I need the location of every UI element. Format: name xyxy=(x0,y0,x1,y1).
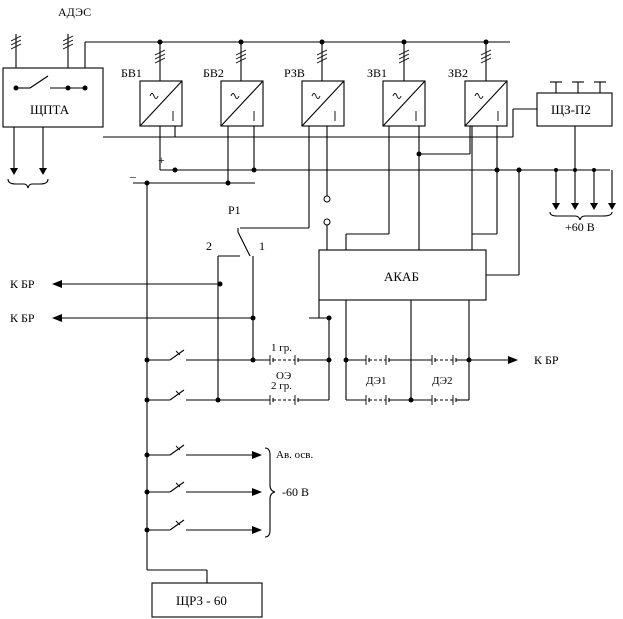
akab-unit: АКАБ xyxy=(309,249,487,400)
bv1-label: БВ1 xyxy=(121,66,142,80)
plus60-label: +60 В xyxy=(565,220,595,234)
shchrz60-panel: ЩРЗ - 60 xyxy=(147,569,263,618)
ades-feeders: АДЭС xyxy=(10,5,91,88)
converter-bv1: БВ1 xyxy=(121,39,183,127)
plus60-bus: + xyxy=(158,126,610,276)
shchrz60-label: ЩРЗ - 60 xyxy=(176,593,227,608)
converter-zv2: ЗВ2 xyxy=(448,39,508,127)
converter-rzv: РЗВ xyxy=(284,39,345,127)
k-br-label-2: К БР xyxy=(10,311,35,325)
zv1-label: ЗВ1 xyxy=(367,66,387,80)
converter-zv1: ЗВ1 xyxy=(367,39,426,127)
akab-label: АКАБ xyxy=(384,269,419,284)
shchpta-outputs xyxy=(7,127,49,189)
bv2-label: БВ2 xyxy=(203,66,224,80)
plus60-outputs: +60 В xyxy=(549,168,616,234)
de2-label: ДЭ2 xyxy=(432,375,453,387)
relay-p1: Р1 2 1 xyxy=(206,203,265,400)
k-br-left: К БР К БР xyxy=(10,277,256,325)
oe-label: ОЭ xyxy=(276,370,291,382)
k-br-label-3: К БР xyxy=(534,353,559,367)
minus60-outputs: Ав. осв. -60 В xyxy=(144,444,313,538)
gr1-label: 1 гр. xyxy=(271,342,292,354)
k-br-label-1: К БР xyxy=(10,277,35,291)
rzv-label: РЗВ xyxy=(284,66,305,80)
shchpta-panel: ЩПТА xyxy=(2,67,104,128)
r1-label: Р1 xyxy=(228,203,241,217)
minus-bus: – xyxy=(129,169,255,570)
gr2-label: 2 гр. xyxy=(271,380,292,392)
minus-sign: – xyxy=(129,169,137,183)
r1-contact-2: 2 xyxy=(206,239,212,253)
de-batteries: К БР ДЭ1 ДЭ2 xyxy=(343,353,559,405)
converter-outputs xyxy=(103,126,513,250)
r1-contact-1: 1 xyxy=(259,239,265,253)
ades-label: АДЭС xyxy=(58,5,91,19)
zv2-label: ЗВ2 xyxy=(448,66,468,80)
de1-label: ДЭ1 xyxy=(366,375,387,387)
av-osv-label: Ав. осв. xyxy=(276,449,313,461)
oe-battery-groups: 1 гр. ОЭ 2 гр. xyxy=(269,342,332,405)
shchpta-label: ЩПТА xyxy=(30,102,70,117)
shchzp2-panel: ЩЗ-П2 xyxy=(512,81,613,137)
converter-bv2: БВ2 xyxy=(203,39,264,127)
battery-switches xyxy=(144,349,270,403)
plus-sign: + xyxy=(158,153,165,167)
minus60-label: -60 В xyxy=(282,485,309,499)
shchzp2-label: ЩЗ-П2 xyxy=(551,102,591,117)
